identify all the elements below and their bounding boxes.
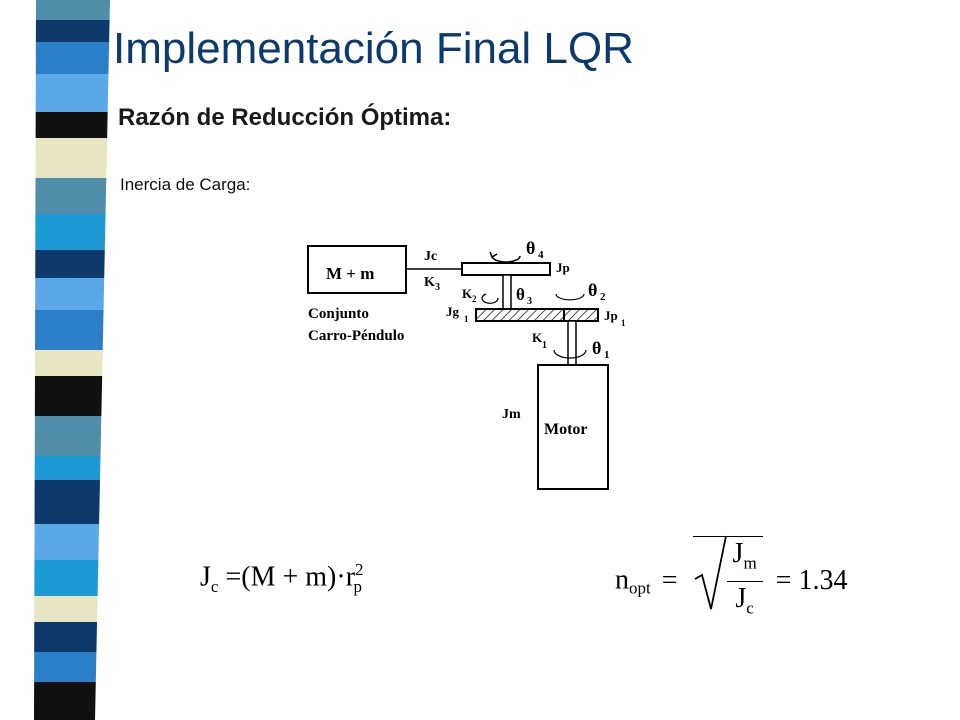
motor-label: Motor bbox=[544, 421, 588, 438]
load-box-label: M + m bbox=[326, 264, 374, 283]
label-theta3: θ bbox=[516, 285, 525, 304]
slide-subtitle: Razón de Reducción Óptima: bbox=[118, 104, 452, 131]
label-theta1: θ bbox=[592, 338, 601, 358]
label-k1-sub: 1 bbox=[542, 340, 547, 351]
fraction-denominator: J bbox=[735, 582, 747, 614]
label-jg1-sub: 1 bbox=[464, 314, 469, 324]
formula-jc-r-sub: p bbox=[353, 576, 363, 596]
load-caption-line1: Conjunto bbox=[308, 306, 369, 322]
label-k3: K bbox=[424, 275, 435, 290]
fraction-numerator-sub: m bbox=[743, 553, 757, 573]
label-jc: Jc bbox=[424, 249, 437, 264]
fraction-numerator: J bbox=[732, 538, 744, 569]
formula-jc-r: r bbox=[345, 561, 356, 593]
formula-load-inertia: Jc =(M + m)·r2p bbox=[200, 560, 364, 597]
formula-nopt-equals: = bbox=[661, 564, 678, 596]
label-jp: Jp bbox=[556, 260, 570, 275]
label-k2: K bbox=[462, 286, 473, 301]
label-k2-sub: 2 bbox=[472, 294, 477, 304]
formula-jc-lhs: J bbox=[200, 561, 211, 593]
label-theta1-sub: 1 bbox=[604, 349, 610, 361]
label-theta4-sub: 4 bbox=[538, 249, 544, 261]
load-caption-line2: Carro-Péndulo bbox=[308, 328, 404, 344]
formula-nopt-lhs-sub: opt bbox=[629, 578, 651, 598]
label-theta4: θ bbox=[526, 238, 535, 258]
label-jp1-sub: 1 bbox=[621, 318, 626, 328]
formula-jc-lhs-sub: c bbox=[210, 576, 219, 596]
label-k3-sub: 3 bbox=[435, 282, 440, 293]
bullet-text: Inercia de Carga: bbox=[120, 175, 251, 194]
slide-title: Implementación Final LQR bbox=[113, 24, 634, 73]
formula-jc-dot: · bbox=[336, 561, 346, 593]
mechanism-diagram: M + m Conjunto Carro-Péndulo Jc K 3 Jp θ… bbox=[307, 238, 626, 490]
gear-jp1 bbox=[563, 308, 599, 322]
formula-jc-r-sup: 2 bbox=[355, 560, 364, 579]
load-box bbox=[307, 245, 407, 294]
gear-jg1 bbox=[475, 308, 565, 322]
label-theta2: θ bbox=[588, 280, 597, 300]
decorative-sidebar-strip bbox=[0, 0, 110, 720]
formula-jc-mass-term: (M + m) bbox=[241, 561, 337, 593]
label-jm: Jm bbox=[502, 407, 521, 422]
label-jg1: Jg bbox=[446, 304, 460, 319]
formula-nopt-lhs: n bbox=[615, 564, 629, 596]
label-k1: K bbox=[532, 330, 543, 345]
formula-jc-equals: = bbox=[225, 561, 242, 593]
formula-nopt-result: = 1.34 bbox=[775, 564, 848, 596]
sqrt-symbol: Jm Jc bbox=[692, 535, 763, 625]
label-jp1: Jp bbox=[604, 308, 618, 323]
gear-jp bbox=[461, 262, 551, 276]
motor-box bbox=[537, 364, 609, 490]
fraction: Jm Jc bbox=[726, 537, 763, 625]
label-theta2-sub: 2 bbox=[600, 291, 606, 303]
fraction-denominator-sub: c bbox=[746, 598, 754, 618]
formula-optimal-ratio: nopt = Jm Jc = 1.34 bbox=[615, 535, 848, 625]
label-theta3-sub: 3 bbox=[527, 296, 532, 307]
